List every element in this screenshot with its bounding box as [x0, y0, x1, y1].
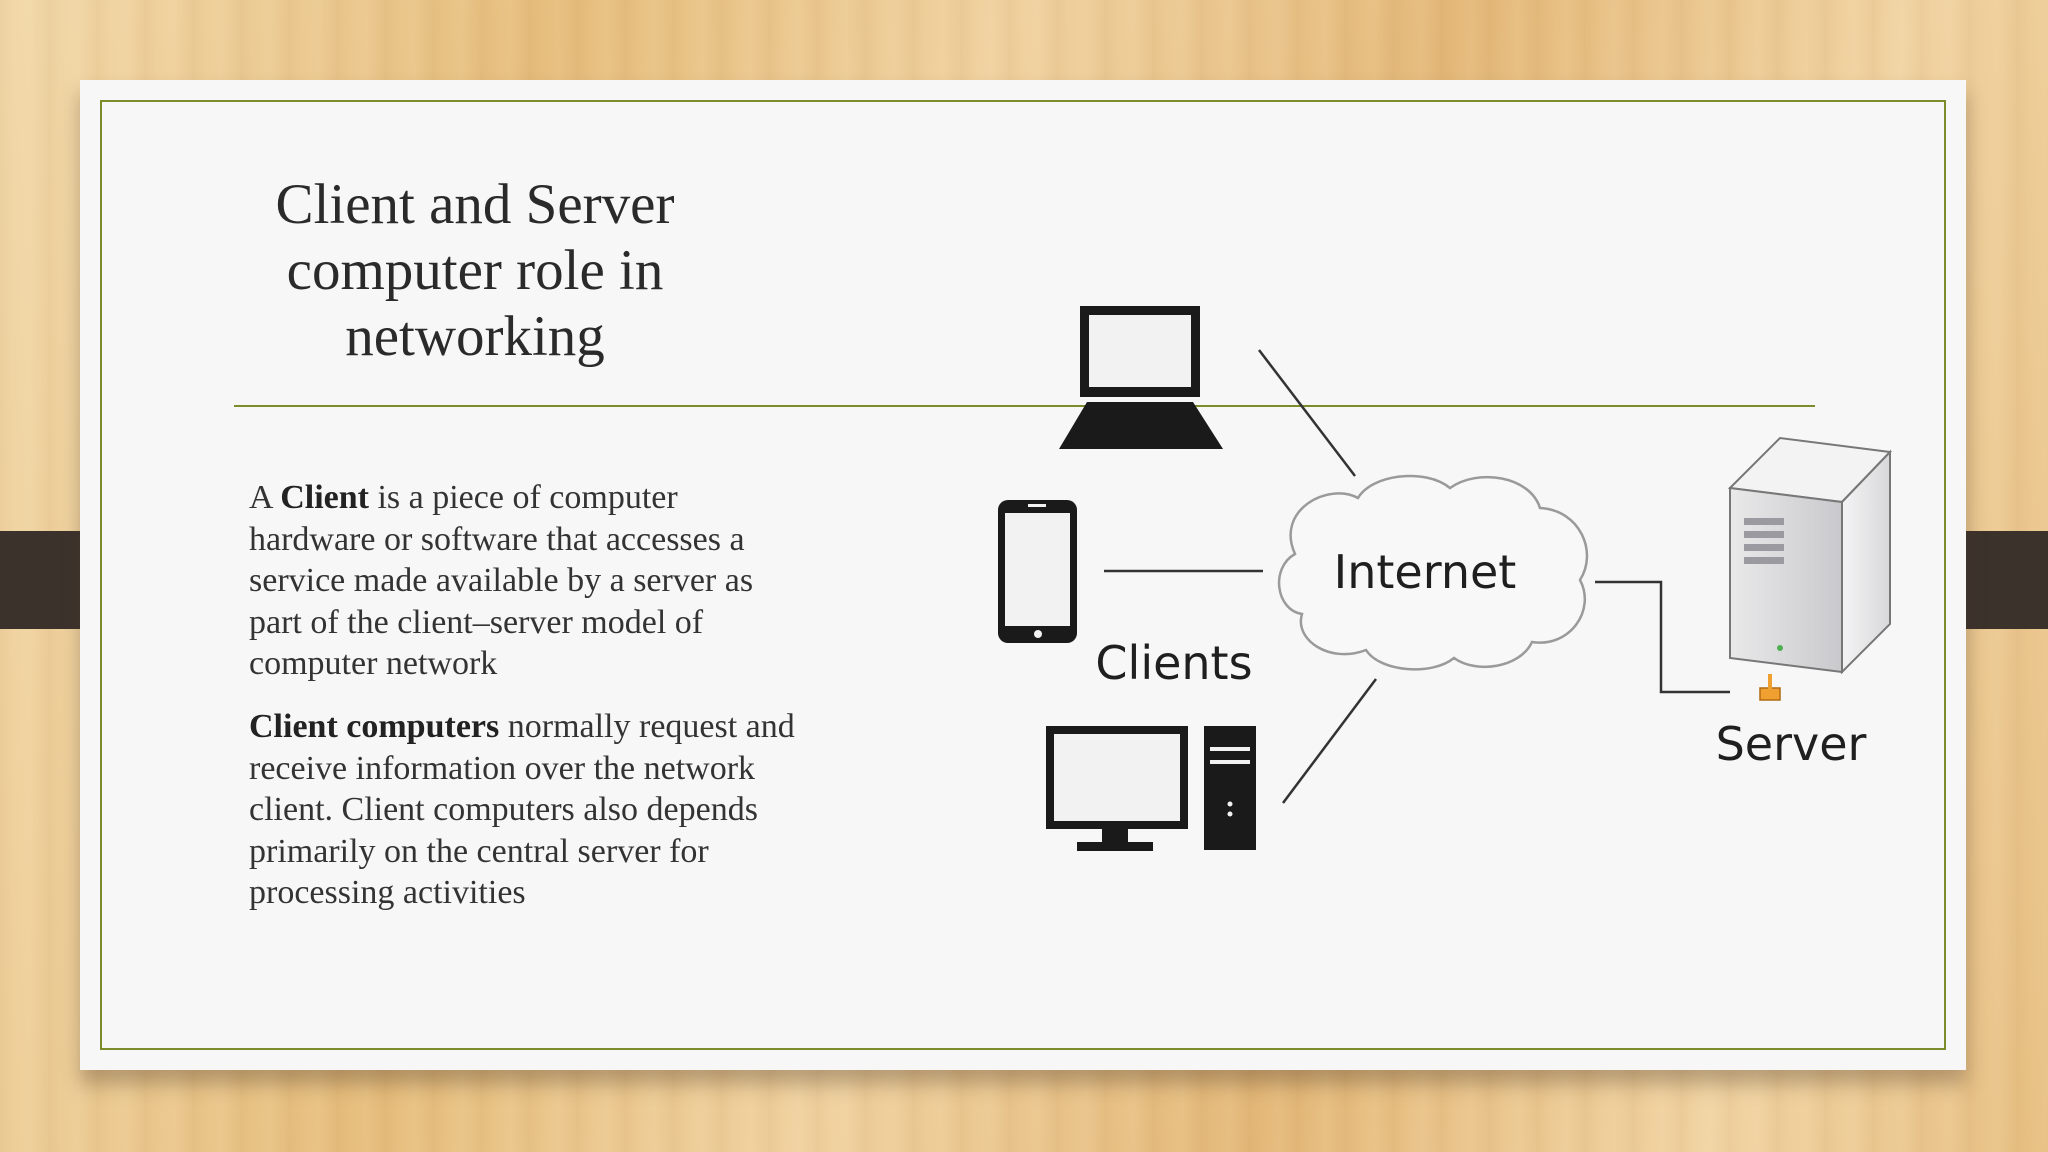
client-server-diagram: Internet Clients Server — [998, 306, 1893, 851]
internet-label: Internet — [1334, 545, 1517, 599]
desktop-connection-line — [1282, 678, 1377, 804]
paragraph-client-computers: Client computers normally request and re… — [249, 706, 809, 914]
slide: Client and Server computer role in netwo… — [80, 80, 1966, 1070]
server-connection-line — [1595, 580, 1730, 694]
bold-term-client: Client — [280, 479, 369, 516]
server-tower-icon — [1727, 436, 1893, 701]
clients-label: Clients — [1095, 636, 1252, 690]
desktop-computer-icon — [1046, 726, 1256, 851]
slide-frame — [100, 100, 1946, 1050]
laptop-connection-line — [1258, 349, 1356, 477]
paragraph-rest: is a piece of computer hardware or softw… — [249, 479, 754, 683]
cloud-icon — [1277, 474, 1589, 671]
server-label: Server — [1716, 717, 1867, 771]
paragraph-client-definition: A Client is a piece of computer hardware… — [249, 477, 809, 685]
laptop-icon — [1059, 306, 1223, 449]
smartphone-icon — [998, 500, 1077, 643]
paragraph-prefix: A — [249, 479, 281, 516]
title-divider — [234, 405, 1815, 407]
slide-title: Client and Server computer role in netwo… — [275, 173, 675, 368]
bold-term-client-computers: Client computers — [249, 707, 500, 745]
paragraph-rest: normally request and receive information… — [249, 707, 795, 912]
body-text: A Client is a piece of computer hardware… — [249, 477, 809, 935]
